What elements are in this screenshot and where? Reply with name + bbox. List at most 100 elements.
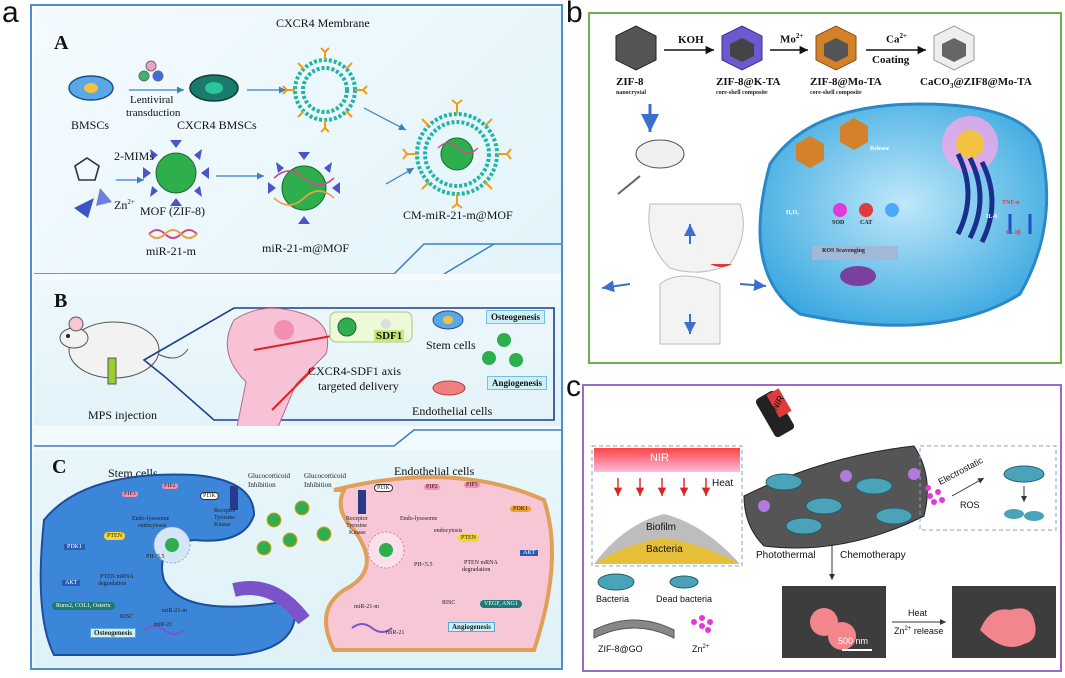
endo-vegf: VEGF, ANG1 xyxy=(480,600,522,608)
cm-mir-label: CM-miR-21-m@MOF xyxy=(403,208,513,222)
zif8mo-sub: core-shell composite xyxy=(810,90,862,96)
sdf1-label: SDF1 xyxy=(374,330,405,342)
stem-pi3k: PI3K xyxy=(200,492,219,500)
endo-mir21m: miR-21-m xyxy=(354,604,379,610)
stem-degradation: degradation xyxy=(98,581,127,587)
photothermal-label: Photothermal xyxy=(756,550,816,561)
endo-pip3: PIP3 xyxy=(464,482,480,488)
cxcr4-bmscs-label: CXCR4 BMSCs xyxy=(177,118,257,132)
endo-pip2: PIP2 xyxy=(424,484,440,490)
subpanel-C: C Stem cells Endothelial cells xyxy=(34,450,561,668)
ros-label: ROS Scavenging xyxy=(822,248,865,254)
endo-ph: PH<5.5 xyxy=(414,562,433,568)
heat2-label: Heat xyxy=(908,608,928,618)
dead-bacteria-legend-label: Dead bacteria xyxy=(656,594,713,604)
h2o2-label: H₂O₂ xyxy=(786,210,799,216)
mof-label: MOF (ZIF-8) xyxy=(140,204,205,218)
stem-akt: AKT xyxy=(62,580,81,586)
subpanel-B-diagram xyxy=(59,307,555,426)
panel-a-frame: A CXCR4 Membrane xyxy=(30,4,563,670)
subpanel-A: A CXCR4 Membrane xyxy=(34,8,561,274)
osteogenesis-badge: Osteogenesis xyxy=(486,310,545,324)
stem-receptor: Receptor xyxy=(214,508,236,514)
endo-pten-mrna: PTEN mRNA xyxy=(464,560,498,566)
scale-bar-label: 500 nm xyxy=(838,636,869,646)
biofilm-label: Biofilm xyxy=(646,522,677,533)
caco3-label: CaCO3@ZIF8@Mo-TA xyxy=(920,76,1032,91)
stem-mir21: miR-21 xyxy=(154,622,173,628)
bone-illustration xyxy=(226,307,329,426)
membrane-vesicle xyxy=(282,47,368,133)
subpanel-A-diagram xyxy=(34,47,561,274)
stem-ph: PH<5.5 xyxy=(146,554,165,560)
cat-label: CAT xyxy=(860,220,873,226)
endo-angiogenesis: Angiogenesis xyxy=(448,622,495,632)
axis-label-2: targeted delivery xyxy=(318,379,399,393)
panel-c-diagram xyxy=(591,388,1057,658)
endothelial-label: Endothelial cells xyxy=(412,404,493,418)
koh-label: KOH xyxy=(678,34,704,46)
stem-endocytosis: endocytosis xyxy=(138,523,167,529)
bacteria-layer-label: Bacteria xyxy=(646,544,683,555)
endo-pten: PTEN xyxy=(458,534,479,542)
stem-kinase: Kinase xyxy=(214,522,231,528)
legend-zn-icon xyxy=(691,615,713,633)
zif8k-sub: core-shell composite xyxy=(716,90,768,96)
sod-label: SOD xyxy=(832,220,845,226)
cm-mir-mof-particle xyxy=(402,99,512,209)
panel-b-frame: KOH Mo2+ Ca2+ Coating ZIF-8 nanocrystal … xyxy=(588,12,1062,364)
stem-runx: Runx2, COL1, Osterix xyxy=(52,602,115,610)
zif8go-legend-label: ZIF-8@GO xyxy=(598,644,643,654)
stem-tyrosine: Tyrosine xyxy=(214,515,235,521)
endo-endocytosis: endocytosis xyxy=(434,528,463,534)
heat-label: Heat xyxy=(712,478,734,489)
cell-body xyxy=(758,102,1049,327)
mps-label: MPS injection xyxy=(88,408,158,422)
mouse-icon xyxy=(635,139,685,169)
zn-legend-label: Zn2+ xyxy=(692,644,710,654)
mo-label: Mo2+ xyxy=(780,32,804,46)
bmscs-label: BMSCs xyxy=(71,118,110,132)
mir-21m-mof-label: miR-21-m@MOF xyxy=(262,241,350,255)
stem-pten-mrna: PTEN mRNA xyxy=(100,574,134,580)
panel-a-letter: a xyxy=(2,0,19,29)
knee-joint xyxy=(648,203,744,345)
zif8k-label: ZIF-8@K-TA xyxy=(716,76,781,88)
ca-label: Ca2+ xyxy=(886,32,907,46)
mouse-illustration xyxy=(59,316,189,379)
angiogenesis-badge: Angiogenesis xyxy=(487,376,548,390)
ab-separator xyxy=(34,429,561,447)
mof-nanoparticle xyxy=(143,140,209,206)
il1b-label: IL-1β xyxy=(1006,230,1021,236)
release-label: Release xyxy=(870,146,890,152)
endo-pdk1: PDK1 xyxy=(510,506,532,512)
inhibition-1: Inhibition xyxy=(248,481,276,489)
zn-label: Zn2+ xyxy=(114,198,135,212)
endo-degradation: degradation xyxy=(462,567,491,573)
bacteria-layer xyxy=(594,538,740,564)
nir-band xyxy=(594,448,740,472)
mir-21m-label: miR-21-m xyxy=(146,244,196,258)
endo-tyrosine: Tyrosine xyxy=(346,523,367,529)
lentiviral-label: Lentiviral xyxy=(130,94,174,106)
subpanel-B: B xyxy=(34,280,561,426)
subpanel-A-letter: A xyxy=(54,32,69,54)
stem-pip3: PIP3 xyxy=(122,491,138,497)
glucocorticoid-2: Glucocorticoid xyxy=(304,472,346,480)
coating-label: Coating xyxy=(872,54,910,66)
panel-b-letter: b xyxy=(566,0,583,29)
subpanel-B-letter: B xyxy=(54,290,68,312)
endo-receptor: Receptor xyxy=(346,516,368,522)
endo-endo-lyso: Endo-lysosome xyxy=(400,516,438,522)
c-endothelial-title: Endothelial cells xyxy=(394,464,475,478)
stem-risc: RISC xyxy=(120,614,134,620)
endothelial-cell-icon xyxy=(432,380,466,396)
stem-pten: PTEN xyxy=(104,532,125,540)
panel-c-frame: NIR NIR Heat Biofilm Bacteria Electrosta… xyxy=(582,384,1062,672)
zif8-sub: nanocrystal xyxy=(616,90,646,96)
zn-release-label: Zn2+ release xyxy=(894,626,944,636)
axis-label-1: CXCR4-SDF1 axis xyxy=(308,364,402,378)
panel-b-diagram xyxy=(601,25,1049,345)
legend-zif8go-icon xyxy=(593,619,675,639)
legend-dead-bacteria-icon xyxy=(669,575,699,589)
